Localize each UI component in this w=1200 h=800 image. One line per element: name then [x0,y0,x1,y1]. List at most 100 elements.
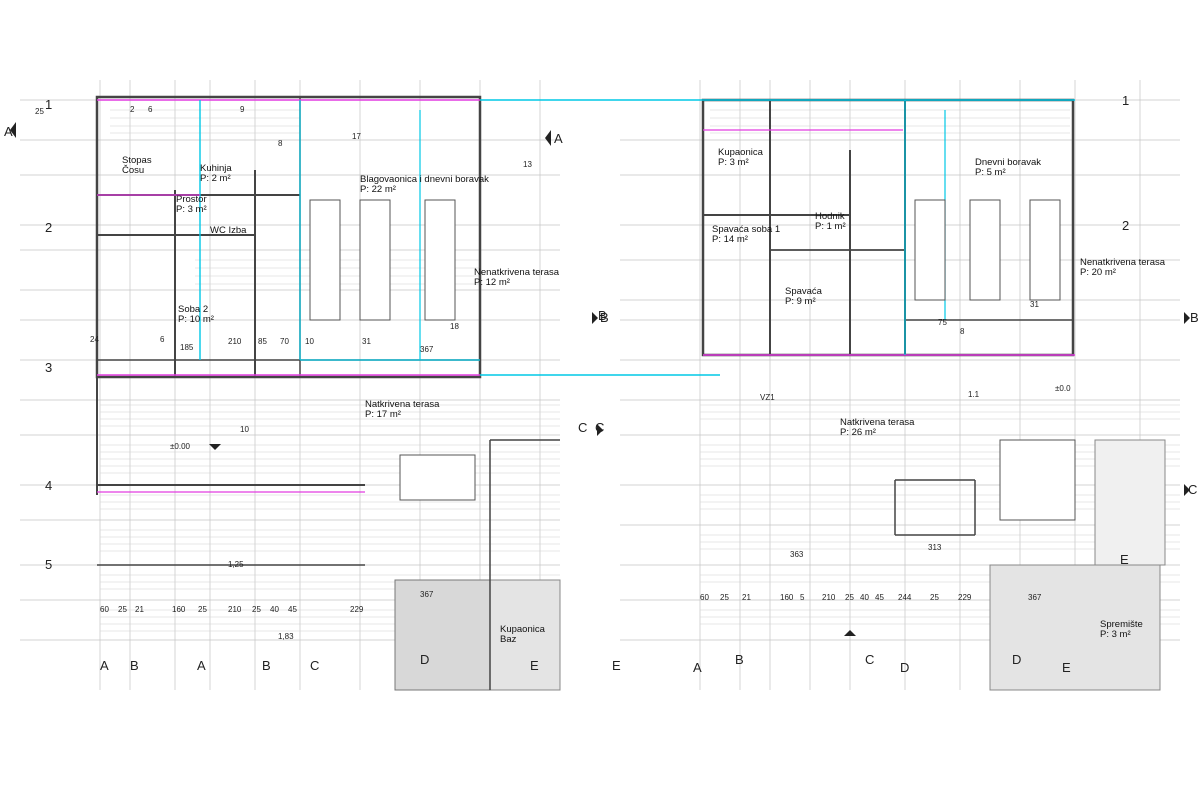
axis-row-label: 5 [45,557,53,572]
right-room-spavaca-soba-1: Spavaća soba 1 P: 14 m² [712,224,781,246]
room-name: Natkrivena terasa [365,399,440,410]
dim-label: 10 [305,337,314,346]
room-name: Spavaća [785,286,822,297]
axis-row-label: C [595,420,605,435]
left-room-kupaonica: Kupaonica Baz [500,624,545,646]
left-windows [309,199,476,501]
dim-label: 160 [780,593,794,602]
axis-col-label: C [310,658,320,673]
room-name: Nenatkrivena terasa [1080,257,1166,268]
room-area: P: 3 m² [1100,629,1131,641]
dim-label: 31 [362,337,371,346]
dim-label: 1,83 [278,632,294,641]
dim-label: 367 [420,345,434,354]
dim-label: VZ1 [760,393,775,402]
dim-label: 40 [270,605,279,614]
section-marker-label: B [1190,310,1199,325]
axis-col-label: C [865,652,875,667]
axis-row-label: 3 [45,360,53,375]
dim-label: 85 [258,337,267,346]
dim-label: 363 [790,550,804,559]
dim-label: 9 [240,105,245,114]
dim-label: 25 [930,593,939,602]
dim-label: 210 [822,593,836,602]
room-name: Spremište [1100,619,1143,630]
room-name: Nenatkrivena terasa [474,267,560,278]
section-markers [10,122,1190,636]
left-hatching [100,109,560,632]
dim-label: 5 [800,593,805,602]
room-area: Čosu [122,165,145,177]
room-area: P: 14 m² [712,234,748,246]
room-name: Stopas [122,155,152,166]
room-area: P: 1 m² [815,221,846,233]
dim-label: 60 [100,605,109,614]
room-name: WC [210,225,226,236]
left-room-blagovaonica: Blagovaonica i dnevni boravak P: 22 m² [360,174,489,196]
room-area: P: 20 m² [1080,267,1116,279]
dim-label: 25 [35,107,44,116]
dim-label: 45 [875,593,884,602]
room-name: Kuhinja [200,163,232,174]
section-marker-label: C [578,420,588,435]
dim-label: 18 [450,322,459,331]
room-name: Kupaonica [718,147,763,158]
room-area: P: 5 m² [975,167,1006,179]
axis-row-label: B [598,308,607,323]
dim-label: 25 [252,605,261,614]
axis-col-label: D [420,652,430,667]
axis-col-label: E [1062,660,1071,675]
axis-col-label: E [1120,552,1129,567]
room-area: P: 17 m² [365,409,401,421]
dim-label: 25 [118,605,127,614]
axis-row-label: 4 [45,478,53,493]
dim-label: 210 [228,605,242,614]
axis-col-label: B [735,652,744,667]
dim-label: 6 [160,335,165,344]
axis-col-label: D [1012,652,1022,667]
room-area: Baz [500,634,517,646]
dim-label: 244 [898,593,912,602]
section-marker-label: A [554,131,563,146]
left-room-prostor: Prostor P: 3 m² [176,194,207,216]
room-area: P: 12 m² [474,277,510,289]
left-room-nenatkrivena-terasa: Nenatkrivena terasa P: 12 m² [474,267,560,289]
dim-label: 185 [180,343,194,352]
room-name: Kupaonica [500,624,545,635]
section-marker-label: C [1188,482,1198,497]
room-name: Soba 2 [178,304,209,315]
axis-col-label: E [612,658,621,673]
dim-label: 31 [1030,300,1039,309]
left-floor-plan [20,80,600,691]
right-room-spremiste: Spremište P: 3 m² [1100,619,1143,641]
right-room-natkrivena-terasa: Natkrivena terasa P: 26 m² [840,417,914,439]
room-area: P: 10 m² [178,314,214,326]
dim-label: 21 [135,605,144,614]
room-name: Prostor [176,194,207,205]
room-name: Spavaća soba 1 [712,224,781,235]
dim-label: 21 [742,593,751,602]
axis-row-label: 2 [1122,218,1130,233]
axis-col-label: A [100,658,109,673]
right-room-kupaonica: Kupaonica P: 3 m² [718,147,763,169]
dim-label: 1,25 [228,560,244,569]
left-room-natkrivena-terasa: Natkrivena terasa P: 17 m² [365,399,440,421]
dim-label: 229 [350,605,364,614]
dim-label: 40 [860,593,869,602]
dim-label: 70 [280,337,289,346]
room-area: P: 26 m² [840,427,876,439]
axis-col-label: D [900,660,910,675]
room-area: P: 9 m² [785,296,816,308]
dim-label: 25 [198,605,207,614]
axis-row-label: 1 [45,97,53,112]
right-terrace-block [1094,439,1166,566]
dim-label: 13 [523,160,532,169]
dim-label: 25 [845,593,854,602]
left-room-stopas: Stopas Čosu [122,155,152,177]
left-room-wc: WC Izba [210,225,246,236]
right-room-nenatkrivena-terasa: Nenatkrivena terasa P: 20 m² [1080,257,1166,279]
right-color-overlays [600,99,1075,376]
dim-label: 229 [958,593,972,602]
right-room-dnevni-boravak: Dnevni boravak P: 5 m² [975,157,1041,179]
dim-label: 6 [148,105,153,114]
